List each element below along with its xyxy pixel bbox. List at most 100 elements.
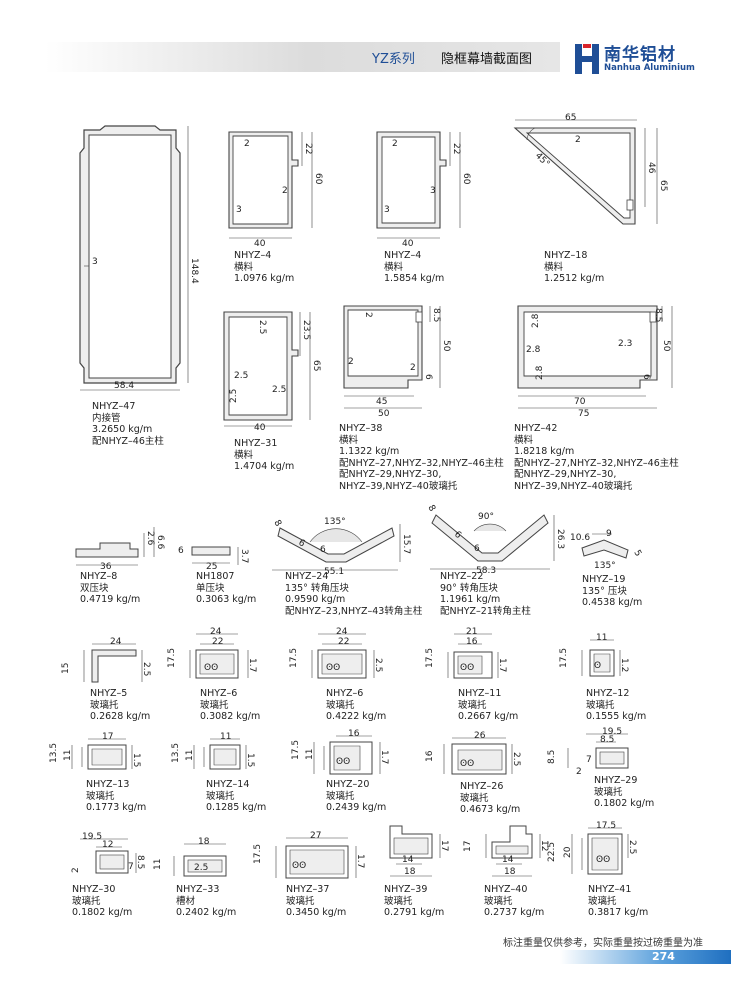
profile-nhyz14-caption: NHYZ–14 玻璃托 0.1285 kg/m (206, 779, 267, 813)
profile-nhyz8-drawing: 36 2.6 6.6 (75, 527, 165, 572)
svg-text:2.8: 2.8 (526, 345, 541, 355)
svg-text:22.5: 22.5 (547, 842, 557, 862)
svg-text:8.5: 8.5 (653, 308, 663, 322)
series-label: YZ系列 (372, 52, 415, 67)
svg-text:12: 12 (102, 840, 113, 850)
svg-text:17.5: 17.5 (291, 740, 301, 760)
svg-text:2.3: 2.3 (618, 339, 632, 349)
profile-nhyz31-drawing: 40 65 23.5 2.5 2.5 2.5 2.5 (223, 311, 321, 433)
svg-text:135°: 135° (324, 517, 346, 527)
page-header: YZ系列 隐框幕墙截面图 南华铝材 Nanhua Aluminium (0, 38, 731, 80)
svg-text:11: 11 (220, 732, 231, 742)
svg-text:2: 2 (71, 867, 81, 873)
svg-text:11: 11 (596, 633, 607, 643)
svg-text:60: 60 (461, 173, 471, 185)
svg-text:16: 16 (425, 750, 435, 762)
profile-nhyz6b-caption: NHYZ–6 玻璃托 0.4222 kg/m (326, 688, 387, 722)
svg-text:10.6: 10.6 (570, 533, 590, 543)
svg-text:6: 6 (452, 530, 463, 542)
profile-nhyz39-drawing: 14 18 17 (389, 825, 449, 877)
svg-text:19.5: 19.5 (82, 832, 102, 842)
svg-text:ʘʘ: ʘʘ (292, 861, 306, 871)
profile-nhyz29-caption: NHYZ–29 玻璃托 0.1802 kg/m (594, 775, 655, 809)
svg-text:6: 6 (474, 544, 480, 554)
profile-nhyz40-drawing: 14 18 17 12 (463, 825, 549, 877)
svg-text:7: 7 (128, 862, 134, 872)
profile-nhyz18-drawing: 65 46 65 45° 2 (513, 113, 668, 225)
svg-text:22: 22 (303, 143, 313, 154)
svg-text:13.5: 13.5 (171, 743, 181, 763)
profile-nhyz11-drawing: ʘʘ 21 16 17.5 1.7 (425, 627, 507, 679)
page-title: 隐框幕墙截面图 (441, 52, 533, 67)
svg-text:1.5: 1.5 (131, 753, 141, 767)
profile-nhyz42-caption: NHYZ–42 横料 1.8218 kg/m 配NHYZ–27,NHYZ–32,… (514, 423, 679, 492)
svg-text:17: 17 (439, 840, 449, 851)
svg-text:8.5: 8.5 (135, 855, 145, 869)
brand-name-cn: 南华铝材 (604, 45, 676, 65)
profile-nhyz33-caption: NHYZ–33 槽材 0.2402 kg/m (176, 884, 237, 918)
svg-text:ʘʘ: ʘʘ (204, 663, 218, 673)
svg-text:6: 6 (641, 374, 651, 380)
svg-text:17.5: 17.5 (425, 648, 435, 668)
profile-nhyz39-caption: NHYZ–39 玻璃托 0.2791 kg/m (384, 884, 445, 918)
profile-nhyz11-caption: NHYZ–11 玻璃托 0.2667 kg/m (458, 688, 519, 722)
logo-mark-icon (575, 44, 599, 74)
profile-nhyz38-caption: NHYZ–38 横料 1.1322 kg/m 配NHYZ–27,NHYZ–32,… (339, 423, 504, 492)
svg-text:2: 2 (363, 312, 373, 318)
svg-text:40: 40 (254, 239, 266, 249)
svg-text:55.1: 55.1 (324, 567, 344, 577)
svg-text:ʘʘ: ʘʘ (460, 759, 474, 769)
profile-nhyz22-drawing: 90° 58.3 26.3 6 6 8 (425, 504, 565, 577)
svg-text:3: 3 (430, 186, 436, 196)
svg-text:3: 3 (236, 205, 242, 215)
svg-text:17.5: 17.5 (289, 648, 299, 668)
profile-nhyz41-drawing: ʘʘ 17.5 22.5 20 2.5 (547, 821, 637, 875)
svg-text:65: 65 (565, 113, 576, 123)
profile-nhyz12-caption: NHYZ–12 玻璃托 0.1555 kg/m (586, 688, 647, 722)
svg-text:2: 2 (410, 363, 416, 373)
profile-nhyz4b-caption: NHYZ–4 横料 1.5854 kg/m (384, 250, 445, 284)
svg-text:14: 14 (402, 855, 414, 865)
svg-text:18: 18 (198, 837, 210, 847)
svg-text:2.8: 2.8 (531, 313, 541, 328)
svg-text:50: 50 (661, 340, 671, 352)
profile-nhyz19-caption: NHYZ–19 135° 压块 0.4538 kg/m (582, 574, 643, 608)
profile-nhyz29-drawing: 19.5 8.5 8.5 7 2 (547, 727, 629, 777)
svg-text:14: 14 (502, 855, 514, 865)
profile-nhyz24-caption: NHYZ–24 135° 转角压块 0.9590 kg/m 配NHYZ–23,N… (285, 571, 423, 617)
svg-text:2.5: 2.5 (511, 752, 521, 766)
svg-text:45: 45 (376, 397, 387, 407)
svg-text:22: 22 (451, 143, 461, 154)
svg-text:46: 46 (646, 162, 656, 174)
svg-text:16: 16 (466, 637, 478, 647)
svg-text:2.8: 2.8 (535, 365, 545, 380)
svg-text:17.5: 17.5 (167, 648, 177, 668)
svg-text:2: 2 (282, 186, 288, 196)
svg-text:2.5: 2.5 (229, 389, 239, 403)
svg-text:12: 12 (539, 840, 549, 851)
svg-text:50: 50 (441, 340, 451, 352)
svg-text:15.7: 15.7 (401, 534, 411, 554)
profile-nhyz30-caption: NHYZ–30 玻璃托 0.1802 kg/m (72, 884, 133, 918)
svg-text:60: 60 (313, 173, 323, 185)
dim-label: 58.4 (114, 381, 134, 391)
profile-nhyz20-caption: NHYZ–20 玻璃托 0.2439 kg/m (326, 779, 387, 813)
svg-text:17: 17 (463, 841, 473, 852)
profile-nhyz22-caption: NHYZ–22 90° 转角压块 1.1961 kg/m 配NHYZ–21转角主… (440, 571, 531, 617)
profile-nhyz37-drawing: ʘʘ 27 17.5 1.7 (253, 831, 365, 879)
profile-nhyz5-drawing: 24 15 2.5 (61, 637, 151, 683)
svg-text:ʘ: ʘ (594, 661, 601, 671)
svg-text:17.5: 17.5 (559, 648, 569, 668)
profile-nhyz4b-drawing: 40 60 22 2 3 3 (376, 131, 471, 249)
svg-text:8: 8 (425, 504, 437, 514)
profile-nhyz13-drawing: 17 13.5 11 1.5 (49, 732, 141, 770)
profile-nhyz40-caption: NHYZ–40 玻璃托 0.2737 kg/m (484, 884, 545, 918)
svg-text:17.5: 17.5 (253, 844, 263, 864)
svg-text:ʘʘ: ʘʘ (596, 855, 610, 865)
profile-nhyz37-caption: NHYZ–37 玻璃托 0.3450 kg/m (286, 884, 347, 918)
svg-text:8.5: 8.5 (600, 735, 614, 745)
svg-text:23.5: 23.5 (301, 320, 311, 340)
svg-text:7: 7 (586, 755, 592, 765)
svg-text:27: 27 (310, 831, 321, 841)
svg-text:40: 40 (254, 423, 266, 433)
